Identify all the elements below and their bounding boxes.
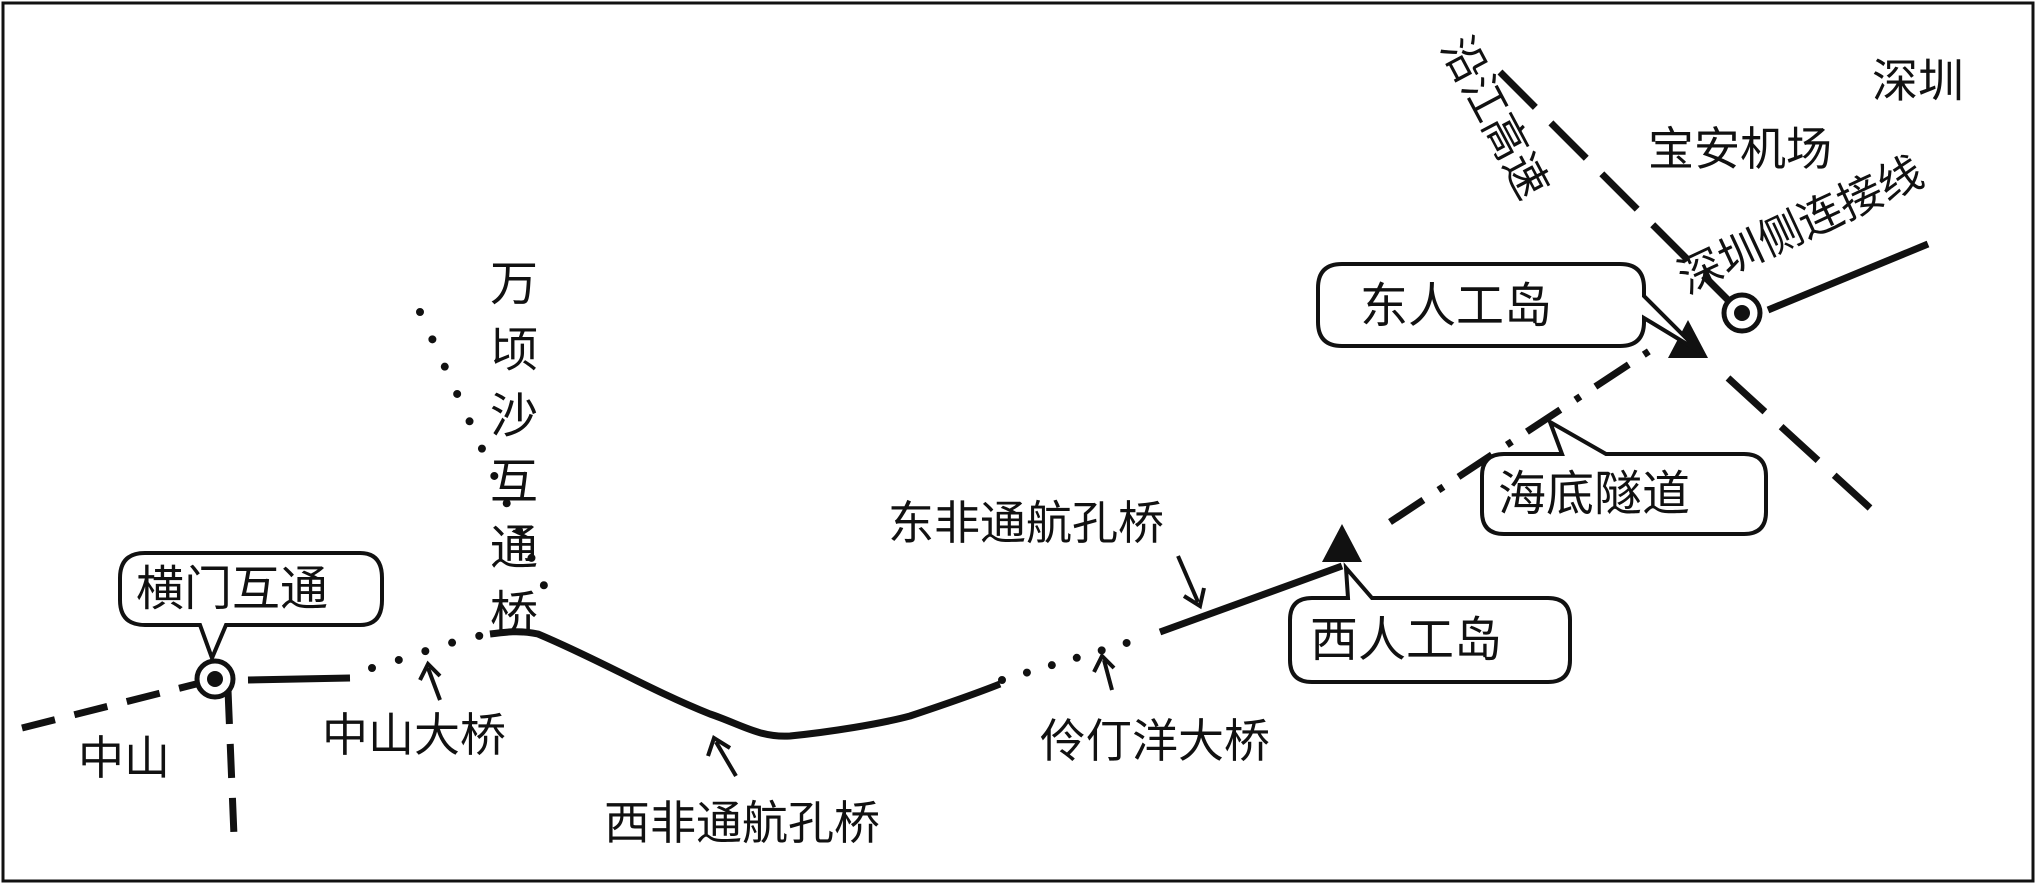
label-wanqingsha: 万顷沙互通桥 (481, 258, 537, 654)
label-shenzhen: 深圳 (1872, 54, 1964, 108)
zhongshan-road (21, 676, 213, 732)
label-zhongshan: 中山 (78, 731, 170, 785)
arrow-east-channel (1176, 555, 1206, 610)
arrow-west-channel (706, 734, 738, 778)
label-west-channel: 西非通航孔桥 (604, 796, 880, 850)
callout-tunnel-text: 海底隧道 (1498, 466, 1691, 522)
yanjiang-line-south (1725, 375, 1873, 511)
label-east-channel: 东非通航孔桥 (888, 496, 1164, 550)
hengmen-callout (118, 551, 384, 664)
hengmen-east-segment (247, 674, 351, 684)
shenzhen-link-line (1766, 240, 1930, 314)
yanjiang-line (1497, 69, 1743, 315)
arrow-zhongshan-bridge (418, 660, 442, 701)
callout-hengmen-text: 横门互通 (136, 561, 329, 617)
label-zhongshan-bridge: 中山大桥 (322, 708, 506, 762)
label-airport: 宝安机场 (1648, 122, 1832, 176)
hengmen-node-dot (207, 671, 223, 687)
west-island-callout (1288, 562, 1572, 684)
shenzhen-node-dot (1734, 305, 1750, 321)
west-channel-line (489, 628, 1002, 740)
tunnel-callout (1480, 417, 1768, 536)
callout-west-island-text: 西人工岛 (1310, 612, 1503, 668)
east-channel-line (1158, 562, 1344, 636)
lingding-bridge-line (998, 632, 1154, 684)
south-road (224, 689, 238, 837)
zhongshan-bridge-line (368, 630, 494, 672)
tunnel-line (1388, 341, 1662, 525)
callout-east-island-text: 东人工岛 (1360, 278, 1553, 334)
west-island-marker (1322, 524, 1362, 562)
east-island-callout (1316, 262, 1702, 354)
label-lingding: 伶仃洋大桥 (1040, 714, 1270, 768)
arrow-lingding (1092, 652, 1116, 691)
